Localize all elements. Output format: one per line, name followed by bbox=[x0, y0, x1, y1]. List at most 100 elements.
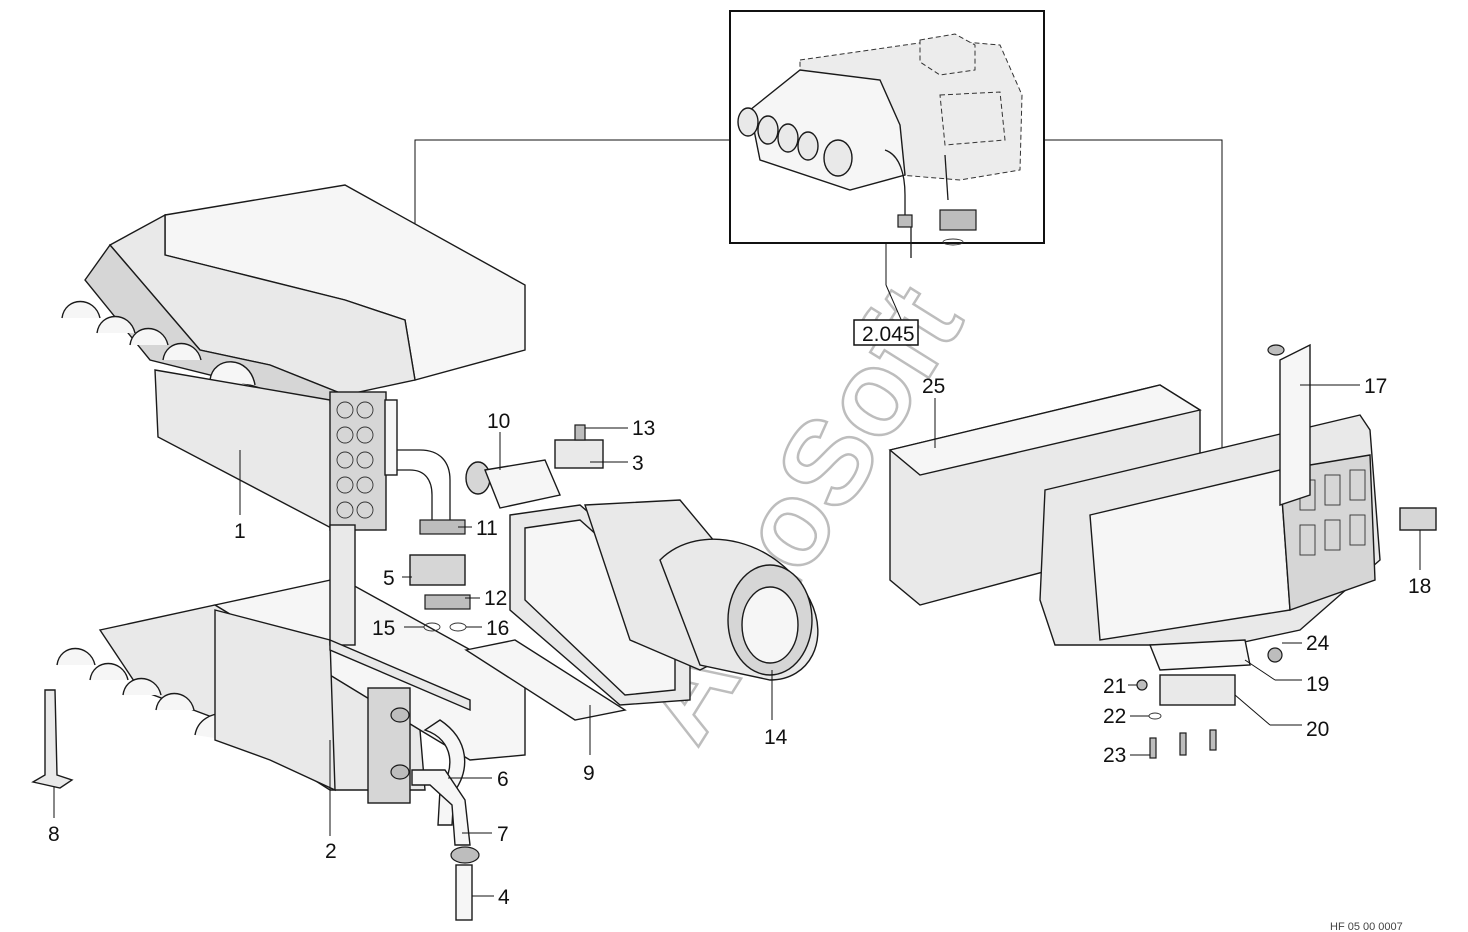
part-13-knob bbox=[574, 424, 586, 441]
lower-port-bottom bbox=[390, 764, 410, 780]
callout-10[interactable]: 10 bbox=[487, 410, 510, 470]
callout-label-17: 17 bbox=[1364, 375, 1387, 398]
callout-label-11: 11 bbox=[476, 517, 498, 540]
callout-23[interactable]: 23 bbox=[1103, 744, 1150, 767]
inset-housing-side bbox=[939, 91, 1006, 146]
inset-connectors bbox=[414, 139, 1223, 470]
callout-label-18: 18 bbox=[1408, 575, 1431, 598]
callout-21[interactable]: 21 bbox=[1103, 675, 1137, 698]
callout-label-20: 20 bbox=[1306, 718, 1329, 741]
callout-25[interactable]: 25 bbox=[922, 375, 945, 448]
callout-3[interactable]: 3 bbox=[590, 452, 644, 475]
callout-7[interactable]: 7 bbox=[462, 823, 509, 846]
connector-right bbox=[1044, 139, 1223, 470]
part-16-washer bbox=[449, 622, 467, 632]
callout-14[interactable]: 14 bbox=[764, 670, 788, 749]
callout-8[interactable]: 8 bbox=[48, 787, 60, 846]
callout-22[interactable]: 22 bbox=[1103, 705, 1149, 728]
heater-core-fins bbox=[336, 401, 374, 519]
inset-washer bbox=[942, 238, 964, 246]
part-10-motor-end bbox=[465, 461, 491, 495]
reference-tag-box bbox=[853, 319, 919, 346]
lower-heater-panel bbox=[214, 609, 336, 792]
part-8-mounting-strap bbox=[31, 689, 74, 789]
hose-6 bbox=[423, 719, 466, 826]
callout-label-5: 5 bbox=[383, 567, 395, 590]
inset-pipe-right bbox=[944, 154, 949, 201]
callouts: 1 2 3 4 5 6 7 8 bbox=[48, 375, 1431, 909]
inset-pipe-left bbox=[884, 149, 906, 215]
callout-label-24: 24 bbox=[1306, 632, 1330, 655]
heater-core-pipe-inlet bbox=[397, 469, 433, 525]
callout-label-4: 4 bbox=[498, 886, 510, 909]
part-22-washer bbox=[1148, 712, 1162, 720]
valve-assembly bbox=[409, 519, 471, 632]
lower-port-top bbox=[390, 707, 410, 723]
callout-label-14: 14 bbox=[764, 726, 788, 749]
inset-fitting bbox=[897, 214, 913, 228]
callout-16[interactable]: 16 bbox=[466, 617, 509, 640]
part-20-motor bbox=[1159, 674, 1236, 706]
callout-17[interactable]: 17 bbox=[1300, 375, 1387, 398]
inset-duct bbox=[749, 69, 906, 191]
callout-24[interactable]: 24 bbox=[1282, 632, 1330, 655]
reference-tag[interactable]: 2.045 bbox=[853, 319, 919, 346]
footer-code: HF 05 00 0007 bbox=[1330, 921, 1403, 932]
callout-label-16: 16 bbox=[486, 617, 509, 640]
heater-core-manifold bbox=[384, 399, 398, 476]
callout-20[interactable]: 20 bbox=[1234, 694, 1329, 741]
heater-core-pipe-outlet bbox=[397, 449, 451, 525]
reference-tag-text: 2.045 bbox=[862, 323, 915, 346]
pipe-4 bbox=[455, 864, 473, 921]
callout-18[interactable]: 18 bbox=[1408, 530, 1431, 598]
part-24-bolt bbox=[1267, 647, 1283, 663]
callout-label-8: 8 bbox=[48, 823, 60, 846]
callout-label-12: 12 bbox=[484, 587, 507, 610]
leader-20a bbox=[1234, 694, 1271, 726]
callout-12[interactable]: 12 bbox=[465, 587, 507, 610]
part-17-flap bbox=[1279, 343, 1311, 506]
fan-wheel bbox=[741, 586, 799, 664]
callout-9[interactable]: 9 bbox=[583, 705, 595, 785]
callout-2[interactable]: 2 bbox=[325, 740, 337, 863]
support-bracket-rail bbox=[329, 638, 471, 712]
part-5-valve bbox=[409, 554, 466, 586]
callout-15[interactable]: 15 bbox=[372, 617, 424, 640]
blower-unit bbox=[509, 499, 819, 706]
air-intake-housing bbox=[1039, 343, 1437, 759]
part-17-pivot bbox=[1267, 344, 1285, 356]
callout-label-2: 2 bbox=[325, 840, 337, 863]
callout-label-10: 10 bbox=[487, 410, 510, 433]
callout-4[interactable]: 4 bbox=[472, 886, 510, 909]
inset-assembly-view bbox=[729, 10, 1045, 341]
callout-label-9: 9 bbox=[583, 762, 595, 785]
callout-1[interactable]: 1 bbox=[234, 450, 246, 543]
leader-19a bbox=[1244, 659, 1276, 681]
inset-duct-outlets bbox=[737, 107, 853, 177]
part-10-resistor bbox=[484, 459, 561, 509]
callout-19[interactable]: 19 bbox=[1244, 659, 1329, 696]
inset-housing-top-box bbox=[919, 33, 976, 76]
filter-top-face bbox=[888, 384, 1202, 476]
part-18-actuator bbox=[1399, 507, 1437, 531]
callout-13[interactable]: 13 bbox=[585, 417, 655, 440]
support-bracket-vertical bbox=[329, 524, 356, 646]
blower-frame-opening bbox=[524, 519, 676, 696]
callout-11[interactable]: 11 bbox=[458, 517, 498, 540]
part-19-plate bbox=[1148, 639, 1251, 671]
callout-label-15: 15 bbox=[372, 617, 395, 640]
hose-clamp bbox=[450, 846, 480, 864]
upper-duct-outlets bbox=[61, 301, 256, 386]
callout-6[interactable]: 6 bbox=[448, 768, 509, 791]
part-3-switch-body bbox=[554, 439, 604, 469]
inset-valve bbox=[939, 209, 977, 231]
callout-label-22: 22 bbox=[1103, 705, 1126, 728]
connector-left bbox=[414, 139, 730, 250]
part-23-screws bbox=[1149, 729, 1217, 759]
heater-core-tubes bbox=[329, 391, 387, 531]
callout-label-3: 3 bbox=[632, 452, 644, 475]
callout-5[interactable]: 5 bbox=[383, 567, 412, 590]
lower-heater-end-plate bbox=[367, 687, 411, 804]
callout-label-7: 7 bbox=[497, 823, 509, 846]
